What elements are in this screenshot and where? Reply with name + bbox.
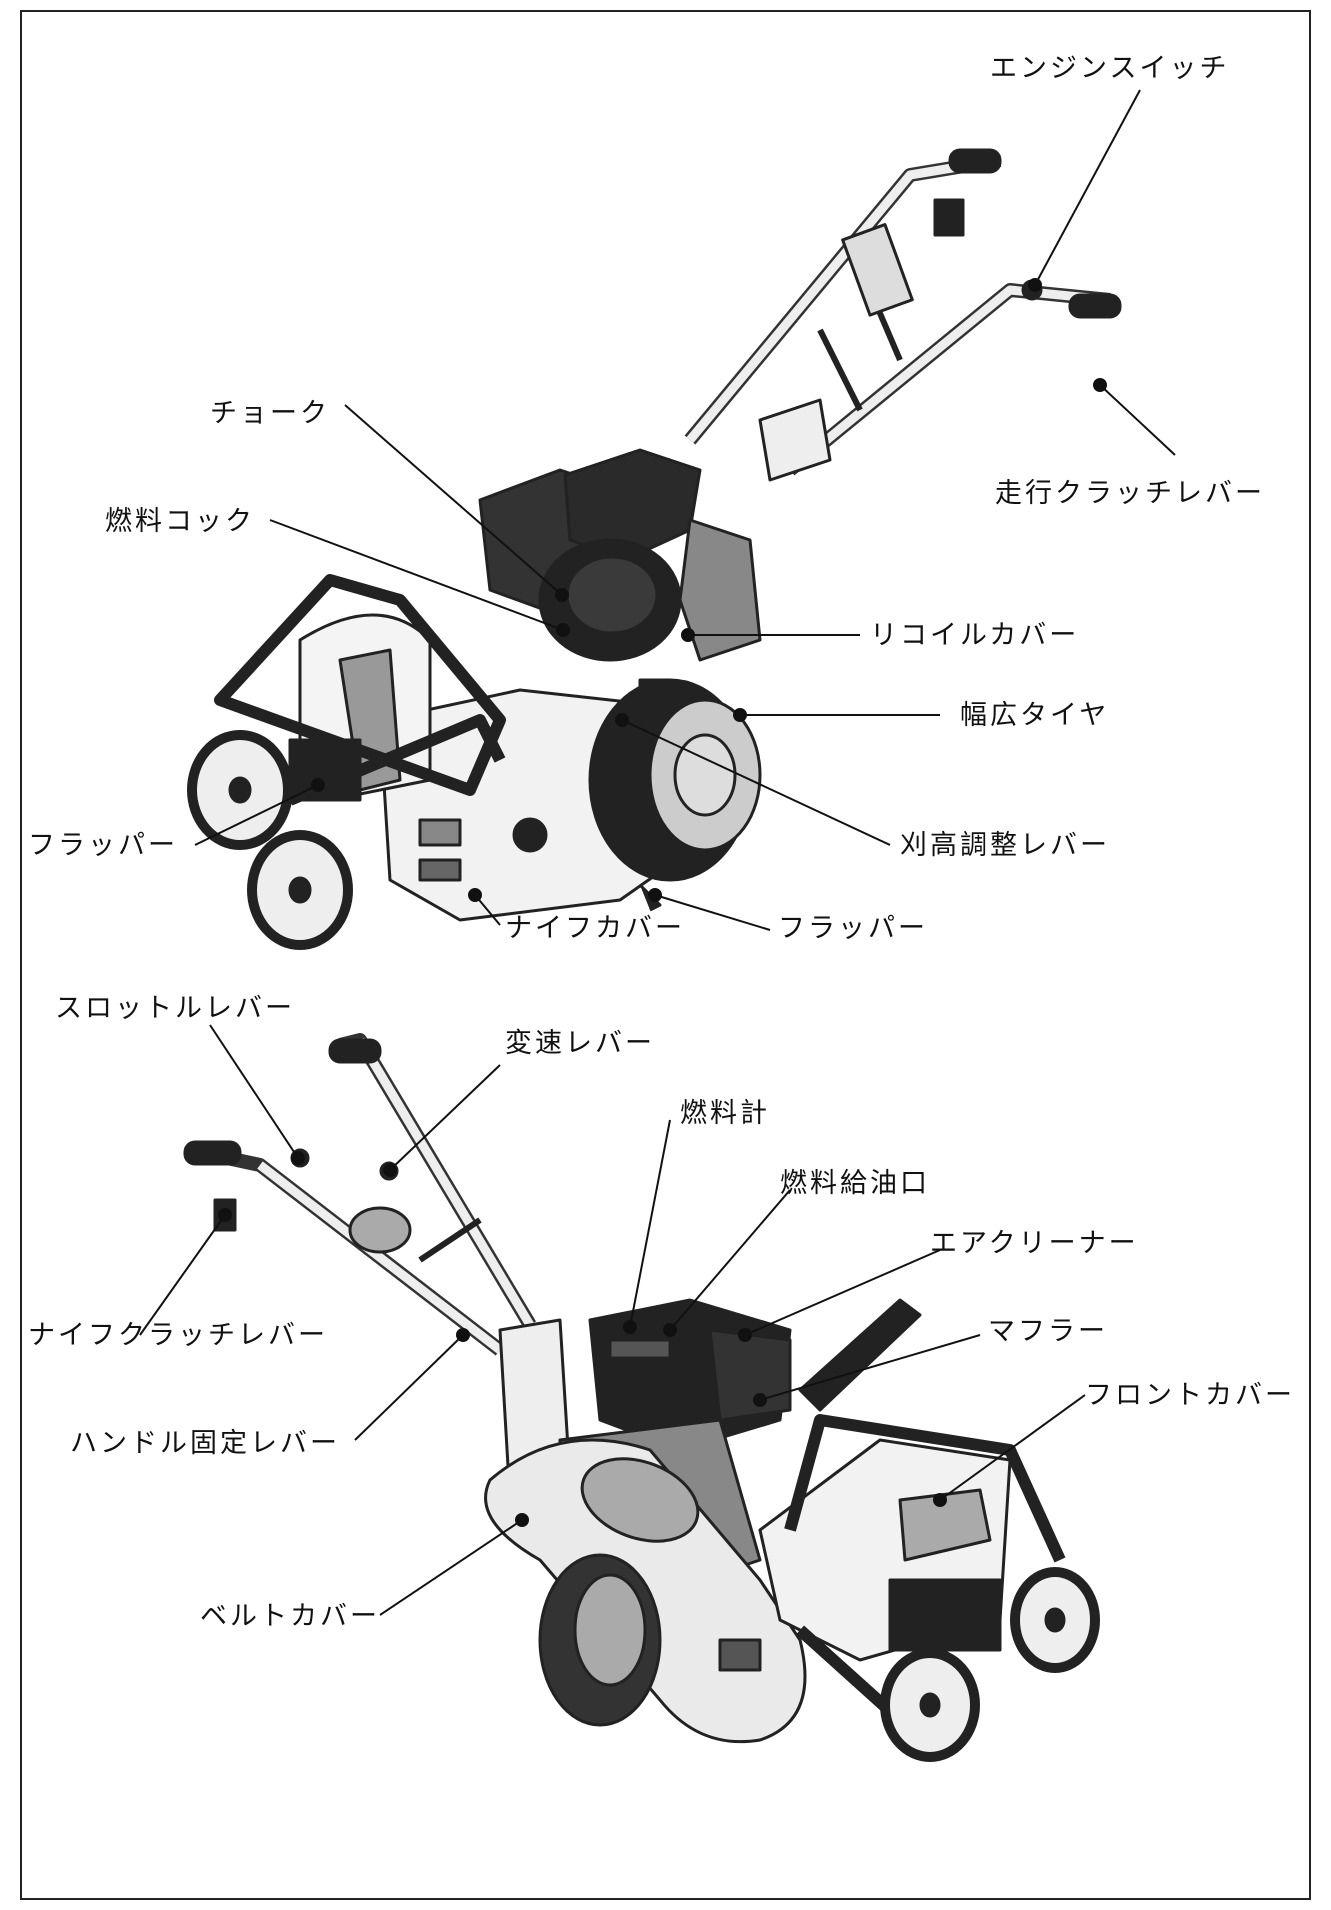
label-travel-clutch-lever: 走行クラッチレバー [995,478,1265,509]
top-mower-illustration [187,148,1122,950]
label-recoil-cover: リコイルカバー [870,620,1080,651]
label-knife-cover: ナイフカバー [505,913,685,944]
label-wide-tire: 幅広タイヤ [960,700,1110,731]
label-engine-switch: エンジンスイッチ [990,53,1230,84]
bottom-leader-lines [139,1024,1086,1616]
page-border [20,10,1311,1900]
label-flapper-left: フラッパー [28,830,178,861]
label-fuel-filler: 燃料給油口 [780,1168,930,1199]
label-throttle-lever: スロットルレバー [55,993,295,1024]
label-fuel-gauge: 燃料計 [680,1098,770,1129]
label-belt-cover: ベルトカバー [200,1601,380,1632]
label-muffler: マフラー [988,1316,1108,1347]
label-choke: チョーク [210,398,330,429]
top-leader-lines [194,89,1176,931]
label-shift-lever: 変速レバー [505,1028,655,1059]
label-front-cover: フロントカバー [1085,1380,1295,1411]
bottom-mower-illustration [183,1033,1100,1762]
label-air-cleaner: エアクリーナー [930,1228,1139,1259]
label-knife-clutch-lever: ナイフクラッチレバー [28,1320,328,1351]
label-cut-height-lever: 刈高調整レバー [900,830,1110,861]
label-fuel-cock: 燃料コック [105,506,255,537]
label-handle-lock-lever: ハンドル固定レバー [70,1428,340,1459]
label-flapper-bottom: フラッパー [778,913,928,944]
